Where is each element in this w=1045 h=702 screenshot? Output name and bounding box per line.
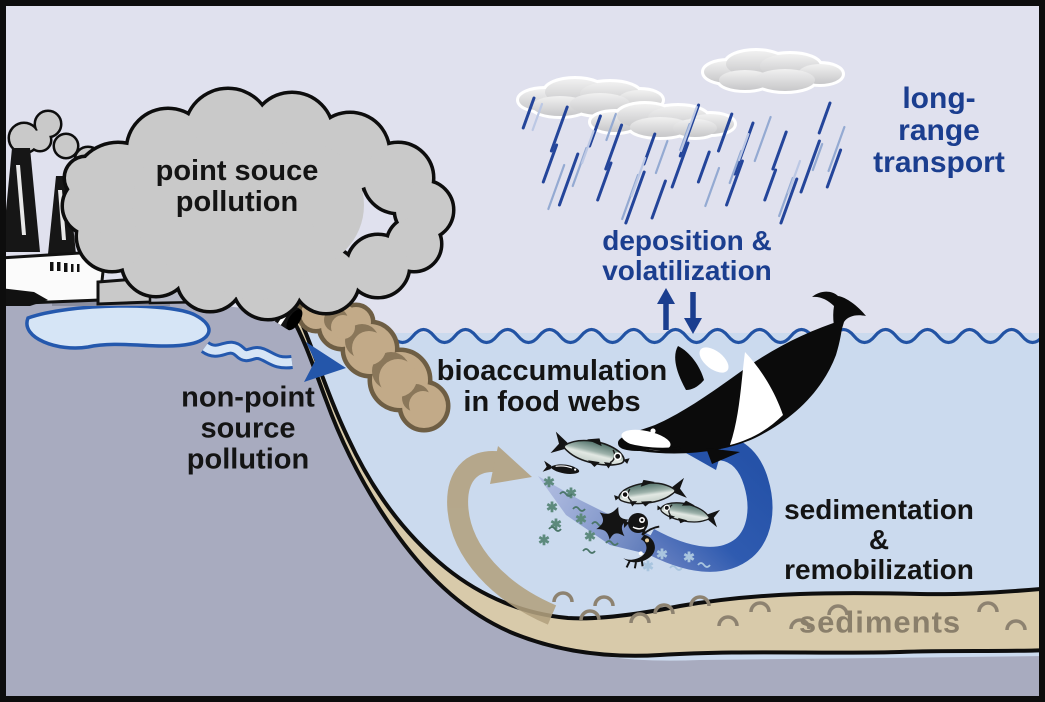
deposition-volatilization-label: deposition & volatilization xyxy=(602,225,772,286)
shrimp-icon xyxy=(623,520,660,569)
rain-cloud-icon-middle xyxy=(588,101,737,140)
plankton-icon: ✱ xyxy=(538,532,550,548)
rain-line xyxy=(588,114,602,148)
rain-line xyxy=(817,101,832,135)
rain-line xyxy=(604,123,624,171)
rain-line xyxy=(787,159,802,195)
rain-line xyxy=(704,166,721,208)
rain-line xyxy=(779,177,799,225)
rain-line xyxy=(763,168,778,202)
deposition-down-arrow-icon xyxy=(684,292,702,334)
smoke-cloud xyxy=(60,86,456,322)
land xyxy=(0,299,1045,702)
rain-line xyxy=(771,130,788,171)
rain-line xyxy=(725,159,744,207)
sediment-pebbles xyxy=(552,591,1027,631)
rain-line xyxy=(696,150,711,184)
rain-line xyxy=(531,102,544,132)
long-range-transport-label: long-range transport xyxy=(873,81,1005,180)
river xyxy=(25,304,293,370)
plankton-icon: ✱ xyxy=(642,558,654,574)
bioaccumulation-label: bioaccumulation in food webs xyxy=(436,354,668,418)
deposition-arrows xyxy=(657,288,702,334)
round-fish-icon xyxy=(624,513,648,533)
rain-line xyxy=(811,142,824,172)
deposition-up-arrow-icon xyxy=(657,288,675,330)
seabed xyxy=(289,311,1045,658)
rain-line xyxy=(825,148,843,189)
rain-line xyxy=(827,125,846,173)
plankton-icon: ✱ xyxy=(565,485,577,501)
rain-line xyxy=(624,170,646,225)
rain-line xyxy=(650,179,667,220)
rain-line xyxy=(557,152,580,207)
orca-icon xyxy=(618,291,866,464)
rain-line xyxy=(549,105,569,153)
plankton-icon: ✱ xyxy=(584,528,596,544)
rain-line xyxy=(679,105,698,153)
river-flow-arrow-icon xyxy=(304,342,346,382)
plankton-icon: ✱ xyxy=(656,546,668,562)
non-point-source-pollution-label: non-point source pollution xyxy=(181,381,315,476)
sediments-label: sediments xyxy=(798,604,962,640)
rain-line xyxy=(670,141,690,189)
plankton-icon: ✱ xyxy=(543,474,555,490)
rain-line xyxy=(521,96,536,130)
starfish-icon xyxy=(596,506,629,540)
rain-line xyxy=(596,161,613,202)
rain-line xyxy=(630,156,647,198)
rain-line xyxy=(547,163,566,211)
rain-cloud-icon-right xyxy=(701,48,845,94)
rain-cloud-icon-left xyxy=(516,76,665,119)
rain-icon xyxy=(521,96,846,225)
plankton-icon: ✱ xyxy=(683,549,695,565)
plankton-icon: ✱ xyxy=(546,499,558,515)
rain-line xyxy=(753,115,772,163)
rain-line xyxy=(737,132,750,162)
sedimentation-remobilization-label: sedimentation & remobilization xyxy=(784,494,974,585)
rain-line xyxy=(799,139,821,194)
point-source-pollution-label: point souce pollution xyxy=(155,154,319,218)
plankton-icon: ✱ xyxy=(575,511,587,527)
waterline xyxy=(348,327,1045,345)
rain-line xyxy=(716,112,734,153)
rain-line xyxy=(605,112,617,142)
sediment-exchange-arrow-icon xyxy=(447,446,557,625)
factory-windows xyxy=(50,262,80,272)
rain-line xyxy=(580,129,595,165)
plankton: ✱ ✱ ✱ ✱ ✱ ✱ ✱ ✱ ✱ ✱ xyxy=(538,474,711,574)
rain-line xyxy=(541,143,559,184)
rain-line xyxy=(654,139,669,175)
